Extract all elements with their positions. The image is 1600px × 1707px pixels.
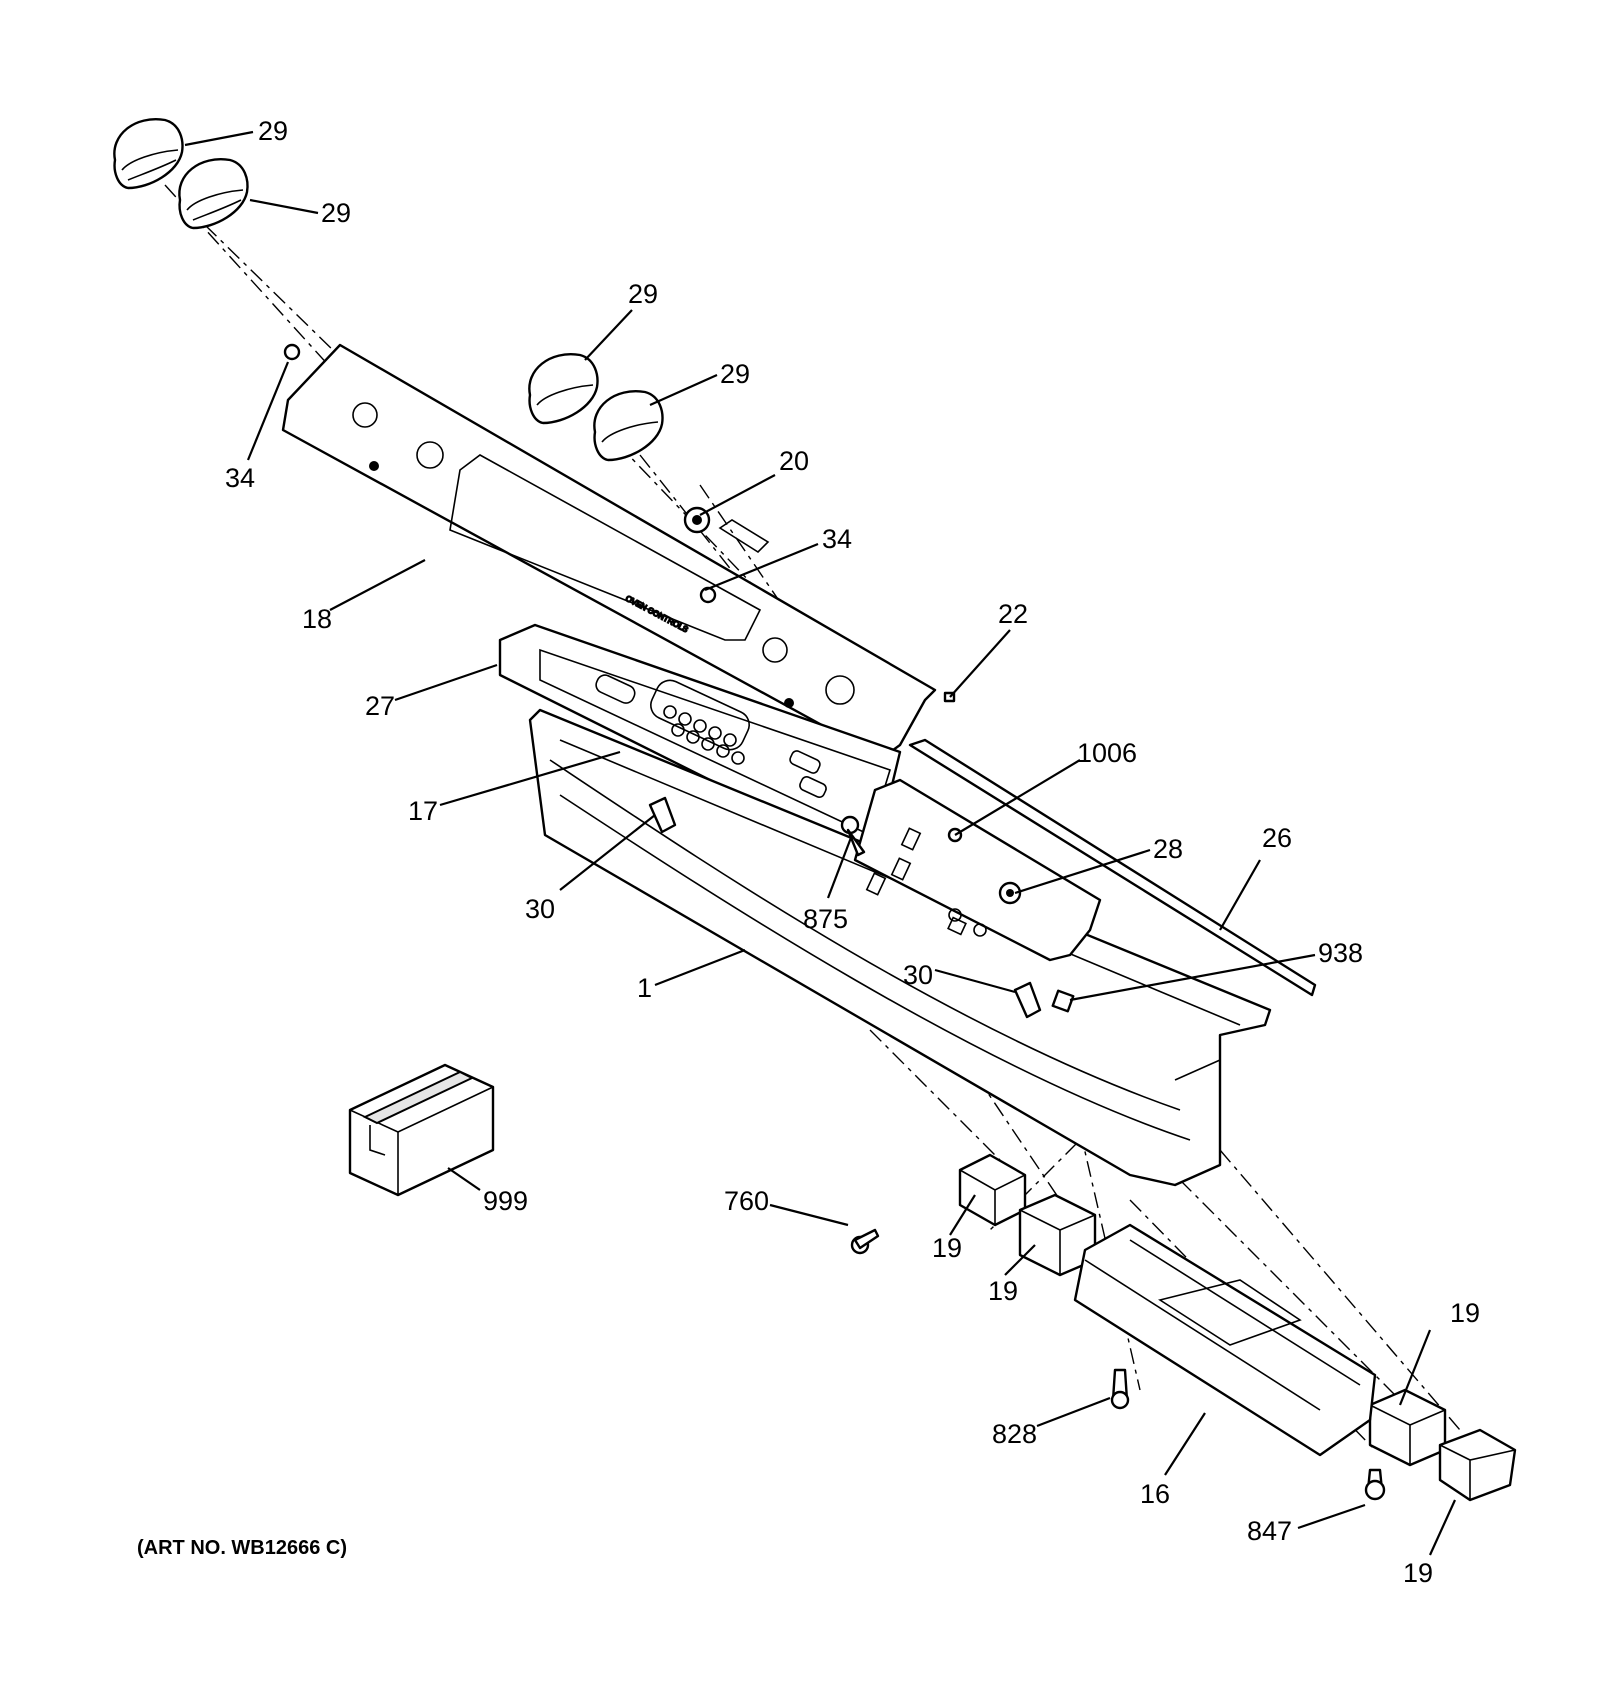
infinite-switch-2 [1018,1193,1097,1277]
infinite-switch-4 [1438,1428,1517,1502]
keypad-buttons [663,705,745,765]
callout-19-b: 19 [988,1276,1018,1306]
encoder-28 [998,881,1022,905]
spacer-left [283,343,301,361]
callout-29-b: 29 [321,198,351,228]
callout-1006: 1006 [1077,738,1137,768]
control-knob-second-left [178,158,249,230]
callout-999: 999 [483,1186,528,1216]
spacer-right [699,586,717,604]
callout-847: 847 [1247,1516,1292,1546]
callout-29-a: 29 [258,116,288,146]
callout-26: 26 [1262,823,1292,853]
trim-strip [908,738,1317,997]
callout-19-d: 19 [1403,1558,1433,1588]
infinite-switch-1 [958,1153,1027,1227]
electronic-control-board [1073,1223,1377,1457]
callout-828: 828 [992,1419,1037,1449]
callout-leaders [184,130,1457,1556]
callout-875: 875 [803,904,848,934]
callout-760: 760 [724,1186,769,1216]
callout-1: 1 [637,973,652,1003]
circuit-board [853,778,1102,962]
clip-938 [1051,989,1075,1013]
lamp-socket-left [648,796,677,834]
callout-29-c: 29 [628,279,658,309]
ribbon-cable [718,519,770,554]
callout-19-c: 19 [1450,1298,1480,1328]
callout-30-b: 30 [903,960,933,990]
callout-16: 16 [1140,1479,1170,1509]
control-panel-faceplate: OVEN CONTROLS [281,343,937,760]
lamp-socket-right [1013,981,1042,1019]
callout-18: 18 [302,604,332,634]
callout-labels: 29 29 29 29 34 34 20 18 22 27 17 1006 28… [225,116,1480,1588]
callout-938: 938 [1318,938,1363,968]
control-knob-upper-middle [528,353,599,425]
infinite-switch-3 [1368,1388,1447,1467]
callout-20: 20 [779,446,809,476]
callout-34-b: 34 [822,524,852,554]
callout-27: 27 [365,691,395,721]
control-knob-top-left [113,118,184,190]
screw-828 [1110,1368,1130,1410]
screw-760 [850,1228,880,1255]
clip [943,691,956,703]
callout-22: 22 [998,599,1028,629]
control-knob-lower-middle [593,390,664,462]
callout-28: 28 [1153,834,1183,864]
screw-847 [1364,1468,1386,1501]
service-kit-box [348,1063,495,1197]
callout-17: 17 [408,796,438,826]
callout-30-a: 30 [525,894,555,924]
callout-19-a: 19 [932,1233,962,1263]
art-number: (ART NO. WB12666 C) [137,1537,347,1559]
callout-29-d: 29 [720,359,750,389]
callout-34-a: 34 [225,463,255,493]
